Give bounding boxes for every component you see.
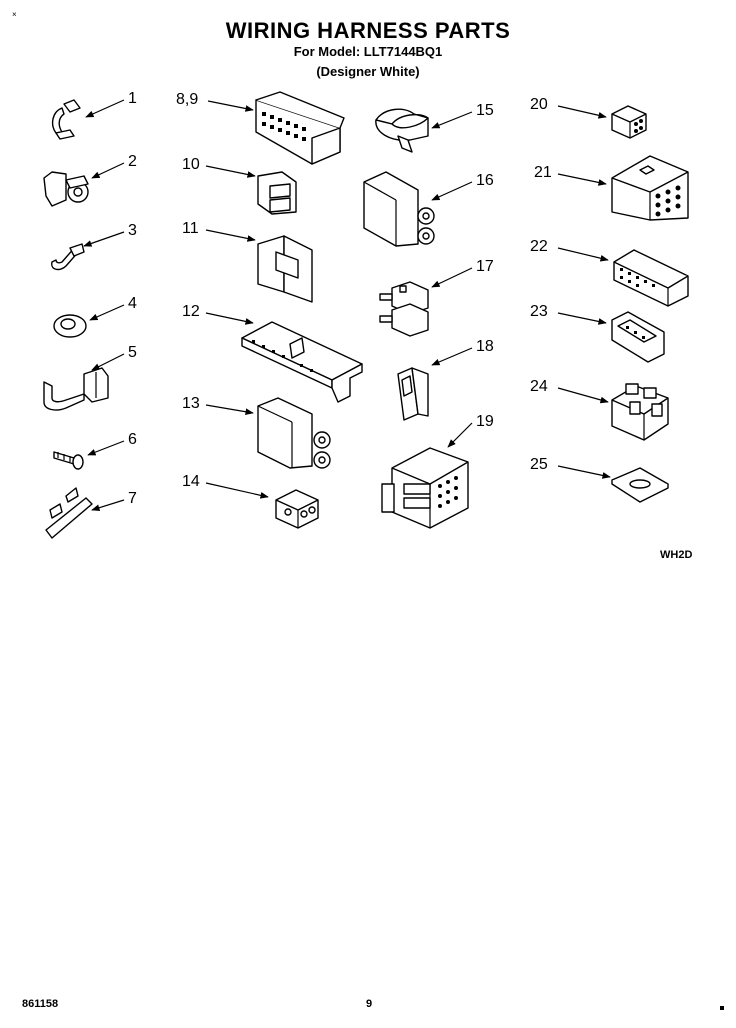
leader-7 [91,499,125,511]
color-line: (Designer White) [316,64,420,79]
leader-1 [85,99,125,118]
diagram-code: WH2D [660,549,693,561]
ref-8-9: 8,9 [176,91,199,108]
ref-20: 20 [530,96,548,113]
leader-2 [91,162,125,179]
ref-6: 6 [128,431,137,448]
part-7-strip [45,487,93,539]
ref-17: 17 [476,258,494,275]
ref-24: 24 [530,378,548,395]
leader-22 [557,247,609,262]
part-14-connector [275,489,319,529]
part-16-connector [363,171,435,247]
doc-number: 861158 [22,998,59,1010]
ref-22: 22 [530,238,548,255]
leader-24 [557,387,609,404]
leader-21 [557,173,607,186]
leader-8-9 [207,100,254,112]
ref-7: 7 [128,490,137,507]
corner-mark: × [12,10,17,19]
part-11-connector [257,235,313,303]
part-2-clamp [43,171,89,207]
part-23-strip-connector [611,311,665,363]
leader-arrows [83,99,611,511]
leader-15 [431,111,473,129]
part-25-plate [611,467,669,503]
leader-14 [205,482,269,499]
page-number: 9 [366,998,373,1010]
corner-dot [720,1006,724,1010]
part-1-clip [51,99,81,140]
ref-18: 18 [476,338,494,355]
leader-4 [89,304,125,321]
leader-5 [91,353,125,371]
ref-10: 10 [182,156,200,173]
part-22-housing [613,249,689,307]
ref-12: 12 [182,303,200,320]
ref-5: 5 [128,344,137,361]
leader-10 [205,165,256,178]
leader-16 [431,181,473,201]
leader-20 [557,105,607,119]
leader-6 [87,440,125,456]
leader-19 [447,422,473,448]
ref-19: 19 [476,413,494,430]
part-10-connector [257,171,297,215]
ref-11: 11 [182,220,199,237]
part-15-clip [375,108,429,153]
part-12-strip-housing [241,321,363,403]
model-line: For Model: LLT7144BQ1 [293,44,443,59]
ref-25: 25 [530,456,548,473]
ref-3: 3 [128,222,137,239]
part-3-wire-clip [51,243,85,271]
leader-25 [557,465,611,479]
ref-15: 15 [476,102,494,119]
part-5-bracket [43,367,109,411]
ref-2: 2 [128,153,137,170]
leader-17 [431,267,473,288]
part-24-connector [611,383,669,441]
leader-3 [83,231,125,247]
ref-14: 14 [182,473,200,490]
part-8-9-housing [255,91,345,165]
part-4-ring-clip [53,314,87,338]
ref-1: 1 [128,90,137,107]
ref-16: 16 [476,172,494,189]
leader-11 [205,229,256,242]
ref-4: 4 [128,295,137,312]
leader-13 [205,404,254,416]
part-20-small-block [611,105,647,139]
page-title: WIRING HARNESS PARTS [225,18,511,43]
part-13-connector [257,397,331,469]
part-19-multi-connector [381,447,469,529]
part-18-clip-housing [397,367,429,421]
leader-12 [205,312,254,325]
leader-18 [431,347,473,366]
ref-13: 13 [182,395,200,412]
part-17-terminal-block [379,281,429,337]
ref-21: 21 [534,164,552,181]
leader-23 [557,312,607,325]
part-6-screw [53,451,84,470]
part-21-block-connector [611,155,689,221]
ref-23: 23 [530,303,548,320]
